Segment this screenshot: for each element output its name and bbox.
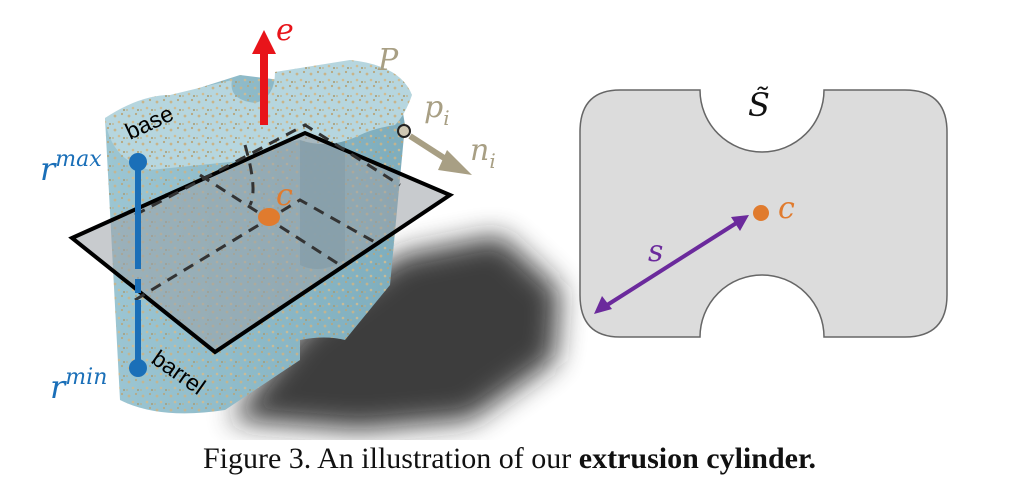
rmax-marker — [129, 153, 147, 171]
extrusion-cylinder-figure: e P pi ni c base barrel rmax rmin — [40, 13, 948, 430]
label-ni: ni — [470, 133, 496, 173]
label-pi-sub: i — [443, 106, 449, 130]
label-rmax-main: r — [40, 150, 57, 188]
label-rmax-sup: max — [55, 147, 102, 172]
scale-s-arrowhead-start — [594, 296, 612, 314]
right-panel: S̃ s c — [579, 86, 948, 338]
scale-s-arrowhead-end — [731, 215, 749, 231]
normal-ni-arrowhead — [438, 150, 472, 175]
point-pi — [397, 124, 411, 138]
label-s: s — [648, 234, 663, 269]
label-e: e — [276, 13, 294, 48]
cross-section-plane — [68, 130, 455, 355]
label-ni-main: n — [470, 133, 489, 168]
figure-caption: Figure 3. An illustration of our extrusi… — [0, 442, 1019, 476]
cylinder-base-dots — [105, 60, 412, 170]
left-panel: e P pi ni c base barrel rmax rmin — [40, 13, 560, 430]
center-c-marker — [258, 208, 280, 226]
label-rmin-main: r — [50, 368, 67, 406]
axis-e-arrowhead — [252, 30, 276, 54]
label-rmax: rmax — [40, 147, 102, 188]
center-c-marker-right — [753, 205, 769, 221]
label-c-right: c — [778, 191, 795, 226]
caption-prefix: Figure 3. An illustration of our — [202, 442, 579, 475]
label-c-left: c — [276, 178, 293, 213]
label-ni-sub: i — [489, 149, 495, 173]
scale-s-arrow-line — [602, 220, 740, 309]
label-P: P — [377, 43, 399, 78]
label-S-tilde: S̃ — [748, 86, 770, 124]
label-pi: pi — [424, 90, 450, 130]
label-rmin: rmin — [50, 365, 107, 406]
label-rmin-sup: min — [65, 365, 107, 390]
cylinder-shadow — [230, 235, 560, 430]
rmin-marker — [129, 359, 147, 377]
label-pi-main: p — [424, 90, 443, 125]
caption-bold: extrusion cylinder. — [578, 442, 817, 475]
